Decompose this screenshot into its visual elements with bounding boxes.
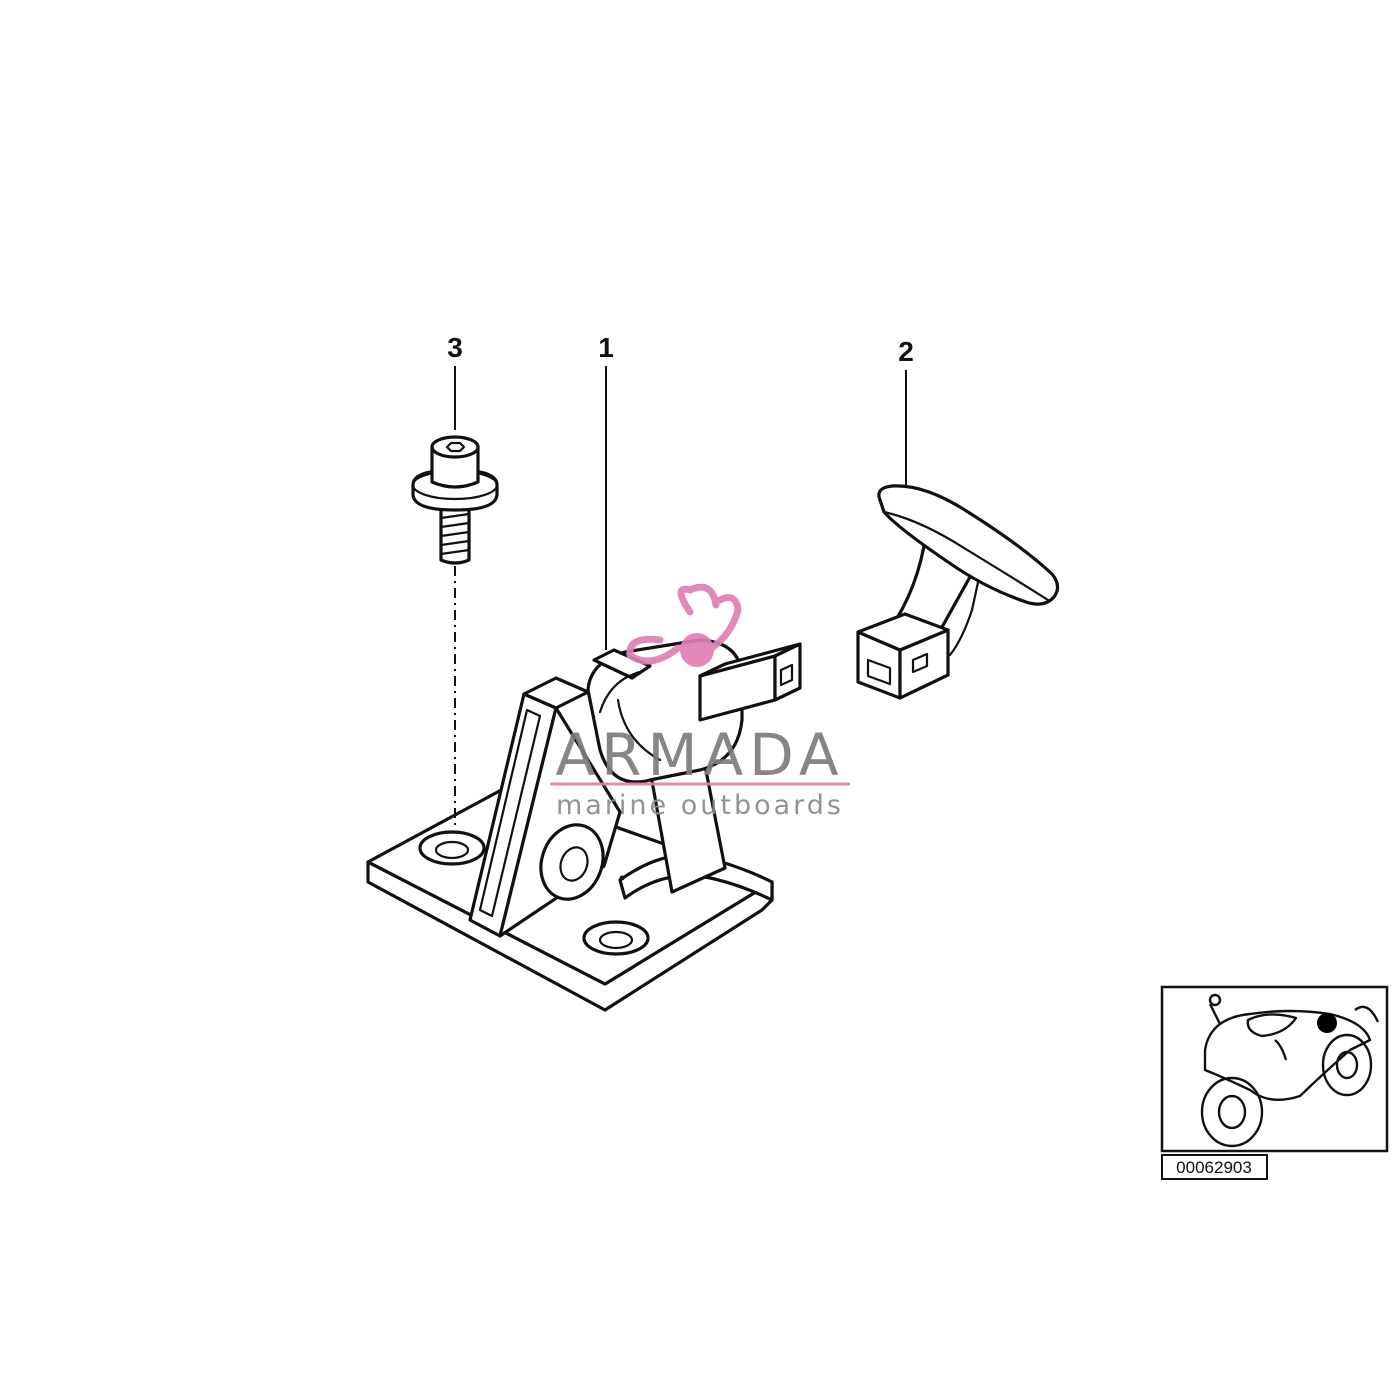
part-3-bolt — [411, 435, 499, 565]
part-1-bracket — [366, 638, 802, 1012]
watermark-brand: ARMADA — [555, 721, 844, 789]
reference-thumbnail: 00062903 — [1160, 985, 1389, 1180]
callout-2: 2 — [898, 336, 914, 367]
callout-1: 1 — [598, 332, 614, 363]
leader-lines — [454, 366, 907, 826]
part-2-t-handle — [856, 484, 1060, 700]
reference-code: 00062903 — [1176, 1158, 1252, 1177]
propeller-logo-icon — [626, 583, 742, 667]
motorcycle-icon — [1200, 993, 1380, 1148]
location-marker-icon — [1317, 1013, 1337, 1033]
watermark-tagline: marine outboards — [556, 790, 844, 821]
watermark: ARMADA marine outboards — [550, 583, 850, 821]
callout-3: 3 — [447, 332, 463, 363]
